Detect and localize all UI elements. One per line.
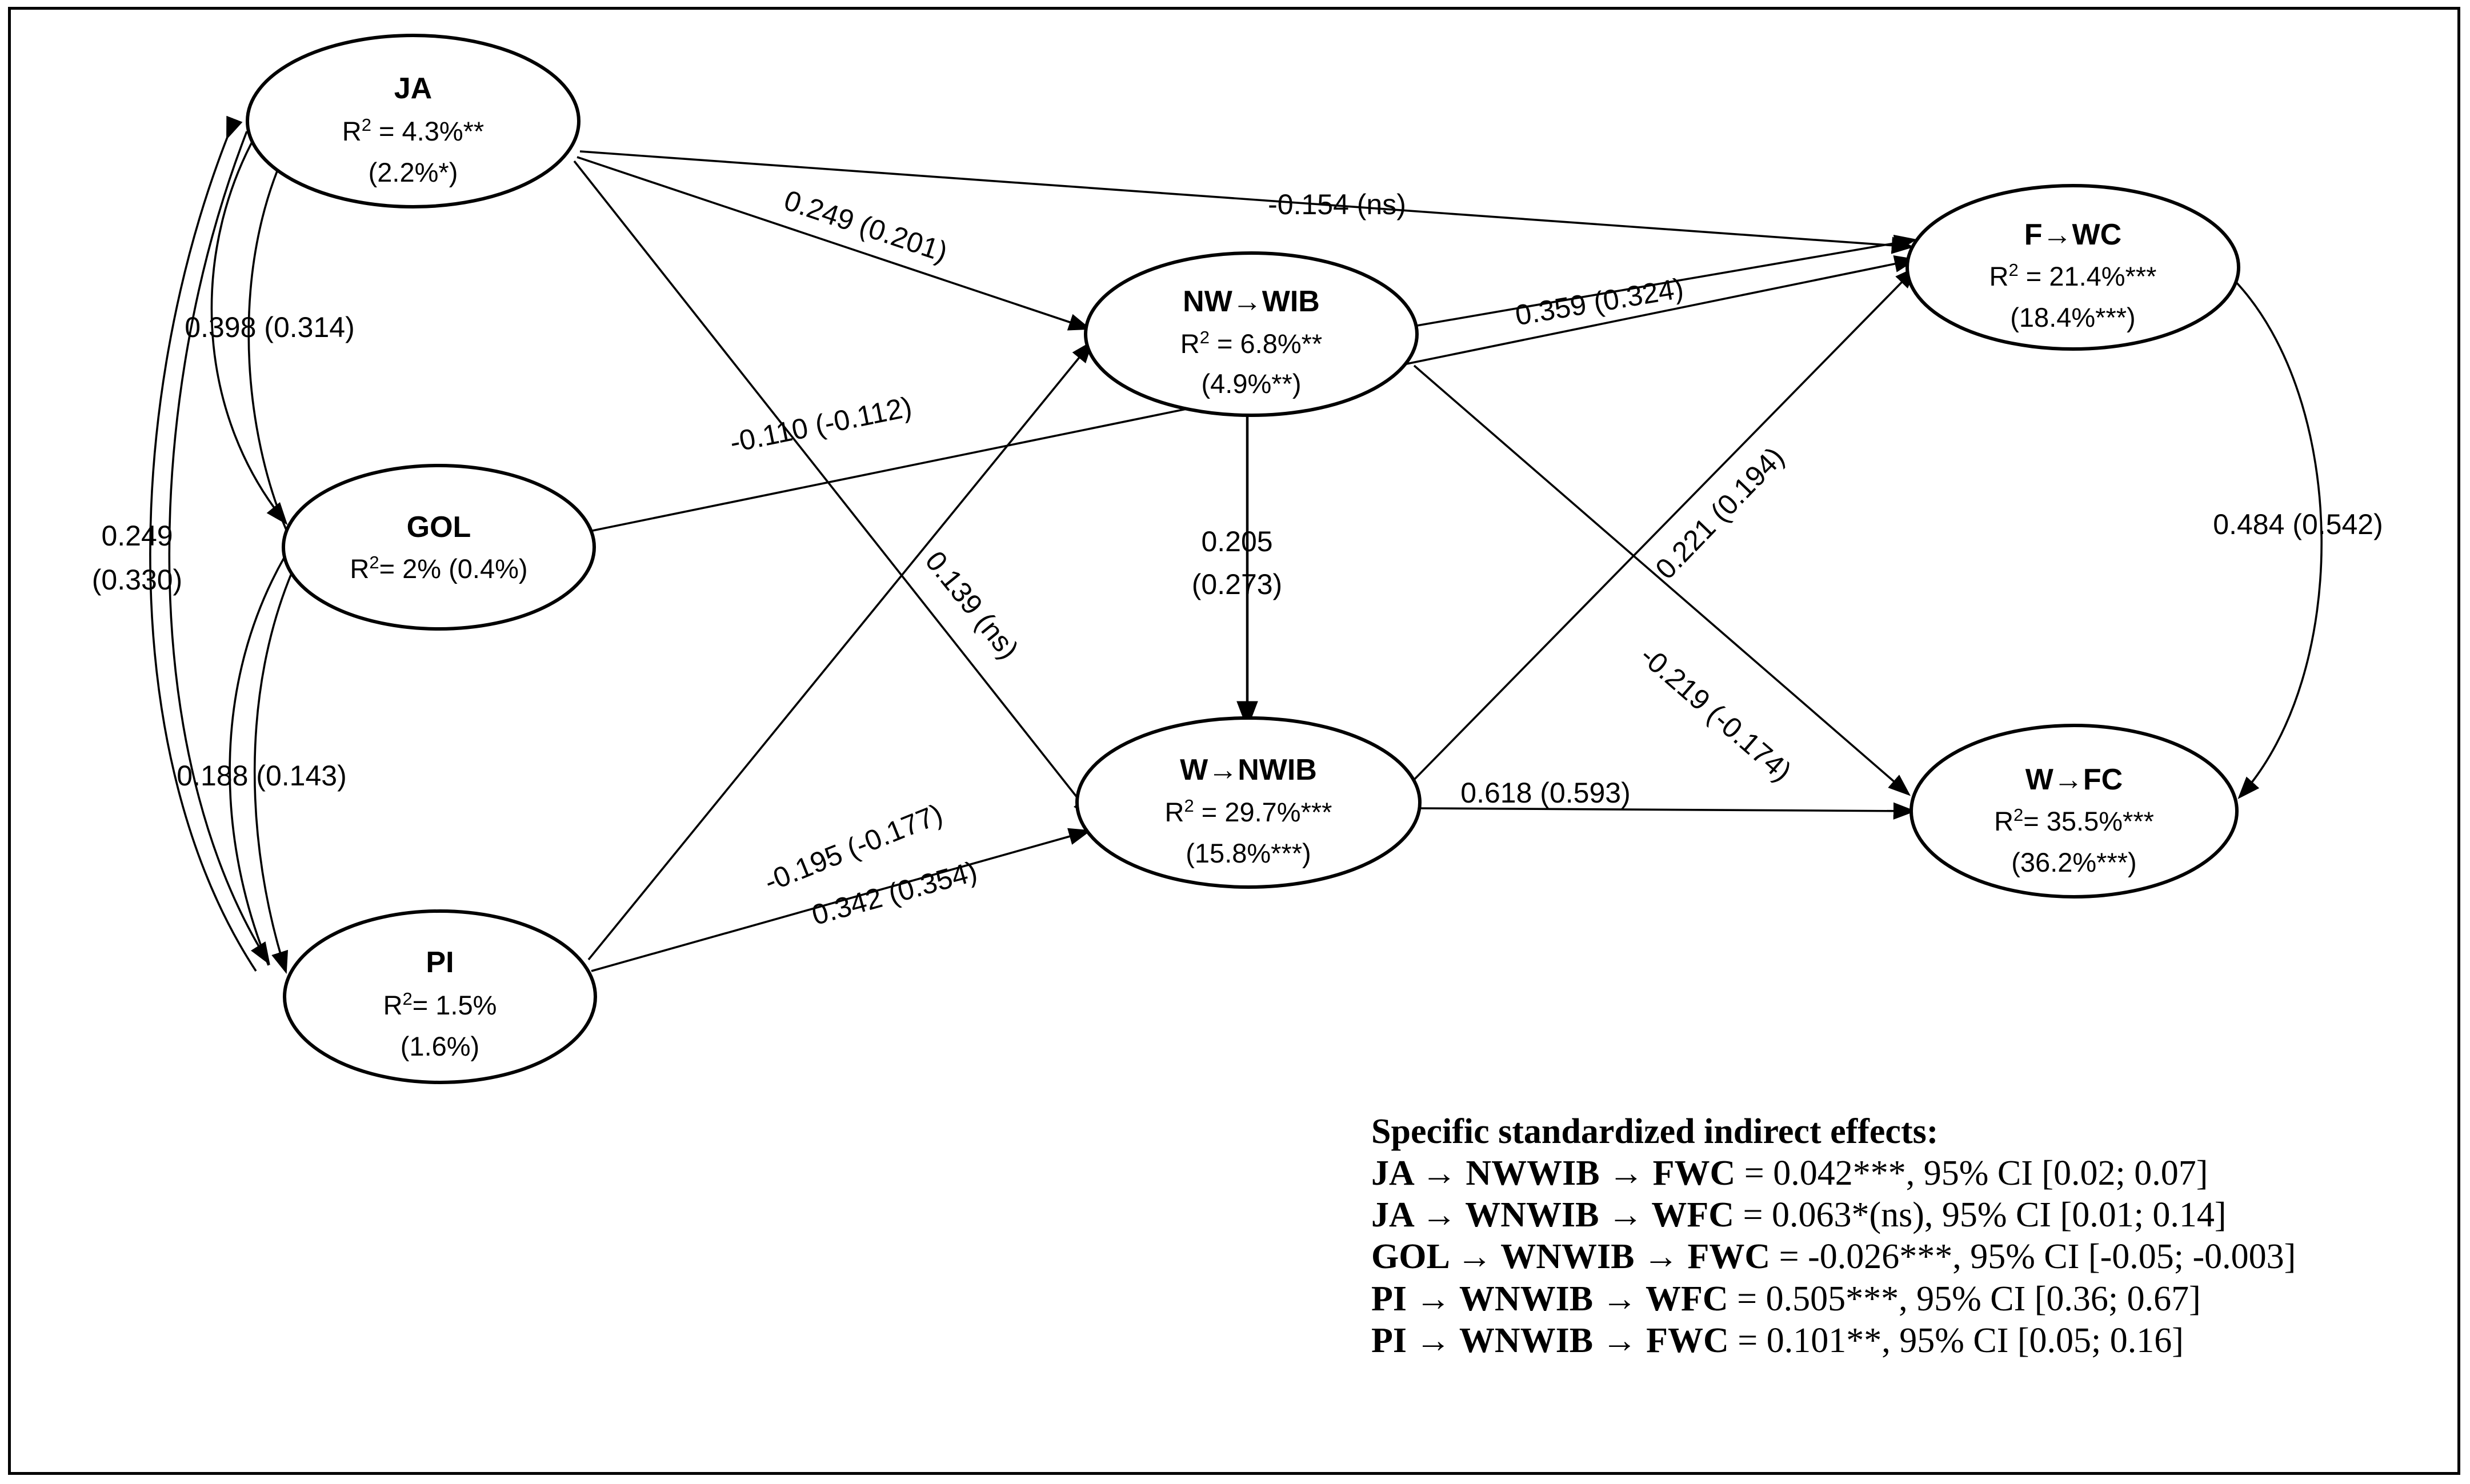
edge-label-ja-pi-2: (0.330)	[92, 564, 182, 596]
legend-row-0-rest: = 0.042***, 95% CI [0.02; 0.07]	[1735, 1154, 2208, 1193]
node-ja-r2: R2 = 4.3%**	[342, 115, 484, 147]
edge-ja-fwc	[579, 150, 1915, 254]
legend-row-1-rest: = 0.063*(ns), 95% CI [0.01; 0.14]	[1734, 1196, 2227, 1235]
node-fwc[interactable]: F→WC R2 = 21.4%*** (18.4%***)	[1905, 184, 2240, 351]
edge-label-ja-fwc: -0.154 (ns)	[1268, 188, 1406, 220]
edge-wnwib-fwc	[1410, 266, 1917, 784]
edge-ja-gol	[210, 107, 314, 532]
legend-row-3-path: PI → WNWIB → WFC	[1371, 1279, 1728, 1318]
node-gol-r2: R2= 2% (0.4%)	[350, 552, 527, 584]
legend-row-3: PI → WNWIB → WFC = 0.505***, 95% CI [0.3…	[1371, 1278, 2428, 1320]
legend-title: Specific standardized indirect effects:	[1371, 1112, 1939, 1151]
edge-wnwib-wfc	[1416, 802, 1916, 820]
legend-row-2-rest: = -0.026***, 95% CI [-0.05; -0.003]	[1770, 1237, 2296, 1277]
node-pi-title: PI	[426, 946, 454, 979]
edge-nwwib-fwc	[1416, 234, 1917, 327]
edge-ja-wnwib	[573, 160, 1095, 820]
node-wnwib-r2-alt: (15.8%***)	[1186, 838, 1311, 868]
node-wnwib[interactable]: W→NWIB R2 = 29.7%*** (15.8%***)	[1075, 716, 1422, 889]
edge-label-fwc-wfc: 0.484 (0.542)	[2213, 508, 2383, 540]
edge-fwc-wfc	[2214, 259, 2323, 800]
node-ja-title: JA	[394, 72, 432, 105]
node-wnwib-title: W→NWIB	[1180, 753, 1317, 787]
node-fwc-r2-alt: (18.4%***)	[2010, 302, 2135, 332]
legend-row-2-path: GOL → WNWIB → FWC	[1371, 1237, 1771, 1277]
edge-label-ja-nwwib: 0.249 (0.201)	[780, 184, 951, 268]
node-nwwib-r2: R2 = 6.8%**	[1180, 327, 1322, 359]
edge-pi-wnwib	[591, 828, 1092, 972]
edge-label-ja-pi-1: 0.249	[101, 520, 173, 552]
edge-label-nwwib-wnwib-1: 0.205	[1201, 526, 1272, 557]
node-pi[interactable]: PI R2= 1.5% (1.6%)	[283, 909, 597, 1084]
edge-label-wnwib-wfc: 0.618 (0.593)	[1460, 777, 1630, 809]
edge-label-gol-pi: 0.188 (0.143)	[177, 760, 346, 792]
edge-nwwib-wfc	[1413, 364, 1911, 796]
node-wnwib-r2: R2 = 29.7%***	[1165, 796, 1332, 828]
legend-row-0-path: JA → NWWIB → FWC	[1371, 1154, 1736, 1193]
node-wfc-r2: R2= 35.5%***	[1994, 805, 2154, 837]
node-fwc-title: F→WC	[2024, 218, 2121, 251]
legend-row-3-rest: = 0.505***, 95% CI [0.36; 0.67]	[1728, 1279, 2201, 1318]
legend-row-4: PI → WNWIB → FWC = 0.101**, 95% CI [0.05…	[1371, 1320, 2428, 1362]
node-ja[interactable]: JA R2 = 4.3%** (2.2%*)	[246, 34, 581, 208]
edge-label-nwwib-wfc: -0.219 (-0.174)	[1634, 640, 1798, 788]
node-gol-title: GOL	[407, 511, 471, 544]
node-nwwib-r2-alt: (4.9%**)	[1201, 368, 1301, 399]
node-wfc-r2-alt: (36.2%***)	[2011, 847, 2136, 877]
node-nwwib[interactable]: NW→WIB R2 = 6.8%** (4.9%**)	[1084, 251, 1419, 417]
indirect-effects-legend: Specific standardized indirect effects: …	[1371, 1111, 2428, 1362]
legend-row-0: JA → NWWIB → FWC = 0.042***, 95% CI [0.0…	[1371, 1153, 2428, 1194]
legend-row-2: GOL → WNWIB → FWC = -0.026***, 95% CI [-…	[1371, 1236, 2428, 1278]
legend-row-1-path: JA → WNWIB → WFC	[1371, 1196, 1735, 1235]
edge-gol-pi	[229, 535, 302, 974]
edge-label-gol-wnwib: -0.110 (-0.112)	[727, 391, 915, 459]
legend-row-1: JA → WNWIB → WFC = 0.063*(ns), 95% CI [0…	[1371, 1194, 2428, 1236]
diagram-border	[8, 7, 2460, 1475]
node-wfc-title: W→FC	[2025, 763, 2123, 796]
edge-label-ja-wnwib: 0.139 (ns)	[919, 545, 1025, 665]
node-nwwib-title: NW→WIB	[1183, 285, 1320, 318]
edge-ja-pi	[149, 115, 270, 972]
node-gol[interactable]: GOL R2= 2% (0.4%)	[282, 464, 596, 631]
node-fwc-r2: R2 = 21.4%***	[1989, 260, 2157, 292]
edge-label-ja-gol: 0.398 (0.314)	[185, 311, 354, 343]
node-pi-r2-alt: (1.6%)	[401, 1031, 479, 1061]
node-pi-r2: R2= 1.5%	[383, 989, 497, 1021]
edge-ja-nwwib	[577, 156, 1092, 331]
legend-row-4-rest: = 0.101**, 95% CI [0.05; 0.16]	[1728, 1321, 2184, 1360]
node-ja-r2-alt: (2.2%*)	[369, 157, 458, 187]
edge-pi-nwwib	[587, 340, 1094, 961]
node-wfc[interactable]: W→FC R2= 35.5%*** (36.2%***)	[1909, 724, 2239, 899]
legend-row-4-path: PI → WNWIB → FWC	[1371, 1321, 1729, 1360]
edge-label-wnwib-fwc: 0.221 (0.194)	[1649, 441, 1790, 585]
edge-label-nwwib-fwc: 0.359 (0.324)	[1513, 272, 1686, 331]
edge-label-nwwib-wnwib-2: (0.273)	[1192, 568, 1282, 600]
